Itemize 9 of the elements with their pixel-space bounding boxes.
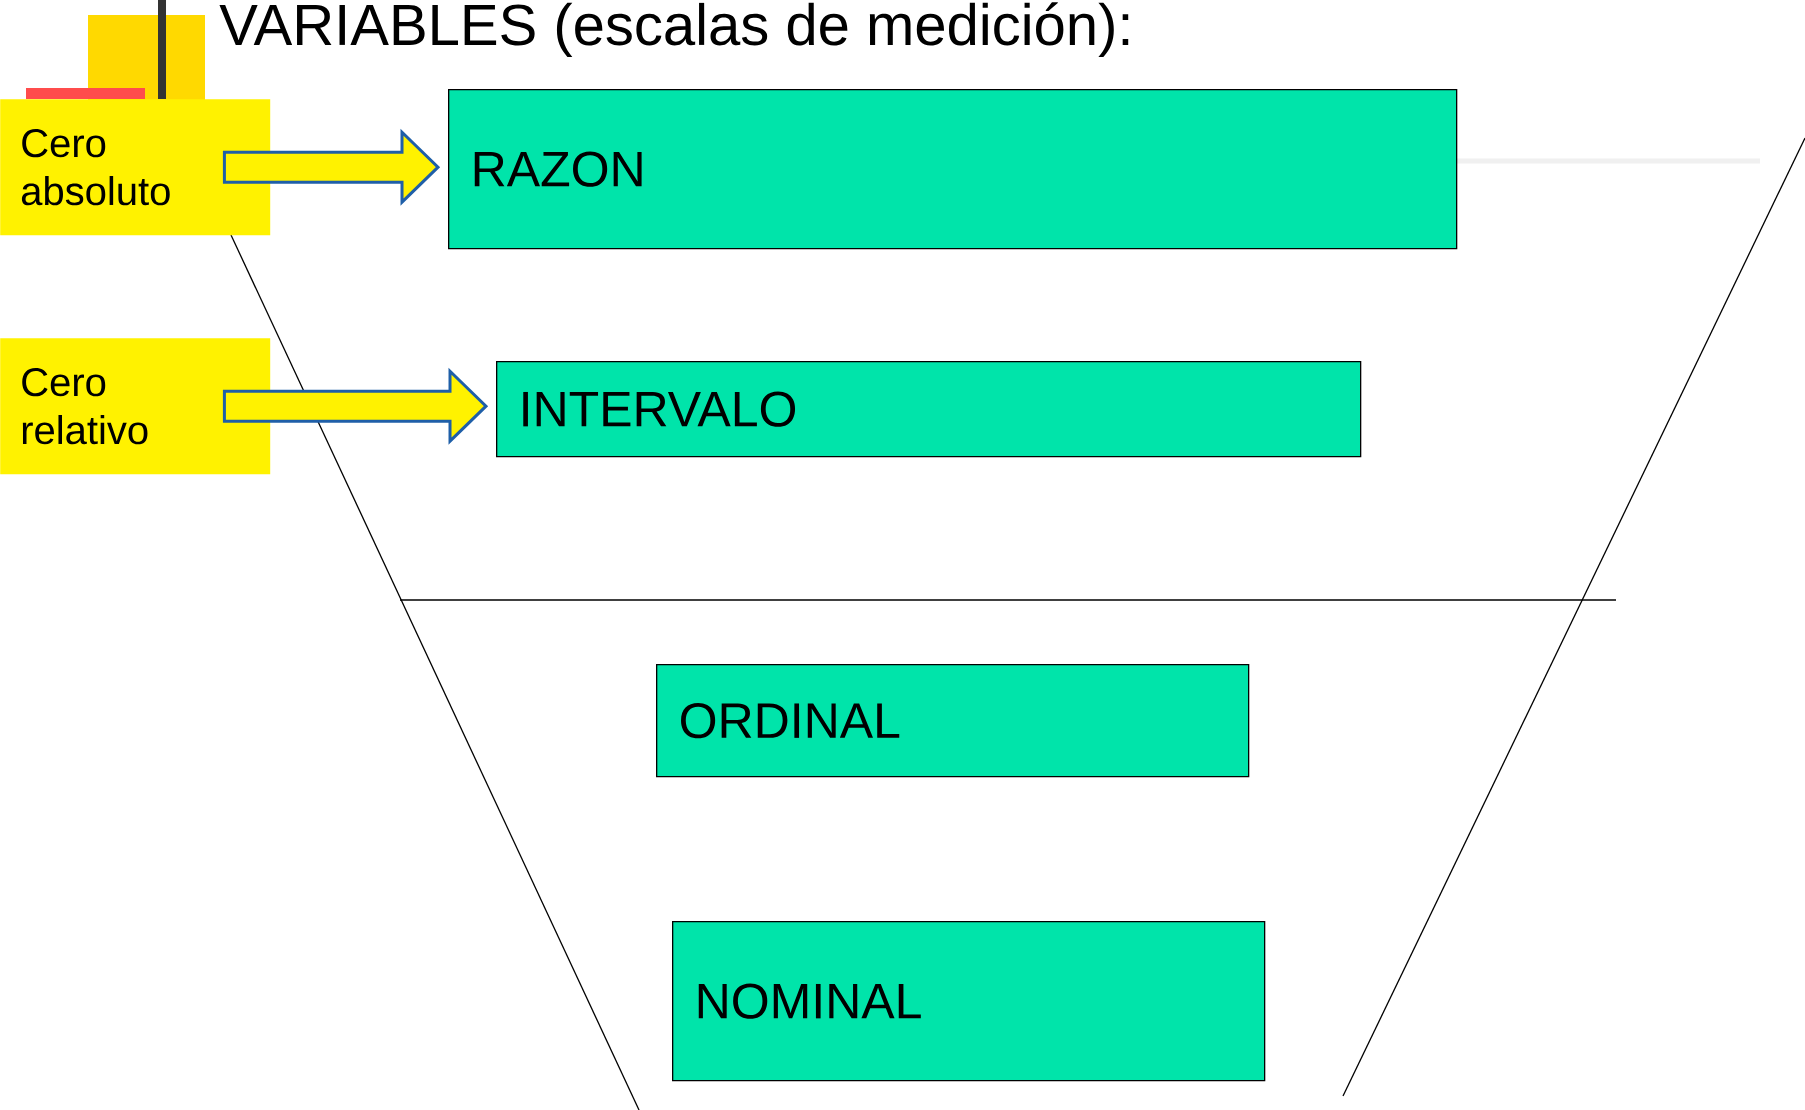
scale-box: NOMINAL <box>672 921 1266 1082</box>
block-arrow <box>222 128 441 206</box>
callout-box: Cero absoluto <box>0 99 271 236</box>
slide-title: VARIABLES (escalas de medición): <box>219 2 1129 57</box>
block-arrow <box>222 367 489 445</box>
scale-box: INTERVALO <box>496 361 1362 458</box>
callout-box: Cero relativo <box>0 338 271 475</box>
scale-box: ORDINAL <box>656 664 1250 778</box>
scale-box: RAZON <box>448 89 1458 250</box>
